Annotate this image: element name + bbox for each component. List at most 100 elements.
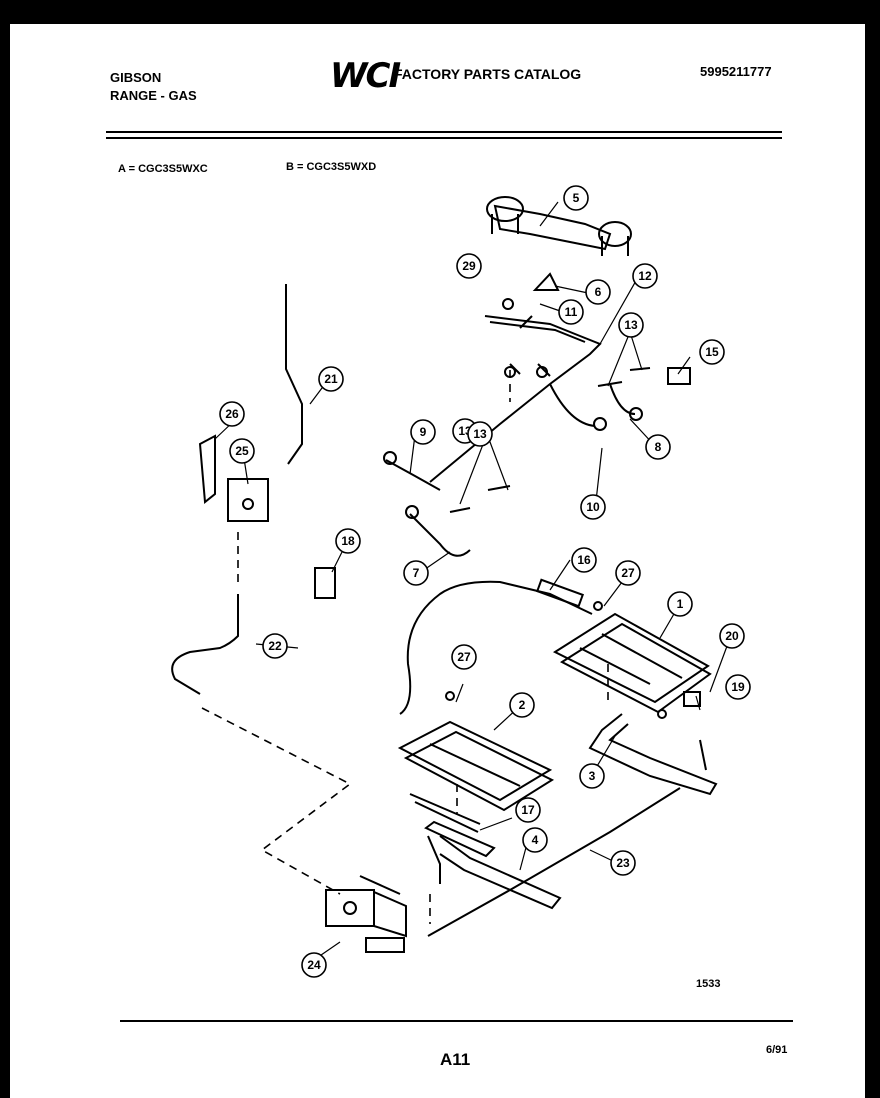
callout-label: 15 bbox=[705, 345, 719, 359]
callout-circle bbox=[571, 547, 597, 573]
callout-circle bbox=[509, 692, 535, 718]
callout-label: 12 bbox=[638, 269, 652, 283]
surface-burner-right bbox=[552, 612, 712, 714]
wci-logo: WCI bbox=[330, 56, 401, 96]
callout-circle bbox=[219, 401, 245, 427]
callout-label: 8 bbox=[655, 440, 662, 454]
callout-circle bbox=[515, 797, 541, 823]
oven-thermostat-valve bbox=[325, 875, 407, 953]
header-divider bbox=[106, 131, 782, 133]
callout-8: 8 bbox=[645, 434, 671, 460]
callout-17: 17 bbox=[515, 797, 541, 823]
page-number: A11 bbox=[440, 1050, 471, 1069]
callout-label: 3 bbox=[589, 769, 596, 783]
callout-label: 27 bbox=[621, 566, 635, 580]
callout-label: 29 bbox=[462, 259, 476, 273]
callout-9: 9 bbox=[410, 419, 436, 445]
callout-3: 3 bbox=[579, 763, 605, 789]
callout-21: 21 bbox=[318, 366, 344, 392]
callout-label: 20 bbox=[725, 629, 739, 643]
callout-circle bbox=[456, 253, 482, 279]
callout-circle bbox=[335, 528, 361, 554]
callout-label: 16 bbox=[577, 553, 591, 567]
exploded-parts-diagram: 1234567891011121313131516171819202122232… bbox=[171, 185, 751, 978]
callout-6: 6 bbox=[585, 279, 611, 305]
callout-2: 2 bbox=[509, 692, 535, 718]
callout-circle bbox=[632, 263, 658, 289]
callout-circle bbox=[522, 827, 548, 853]
model-b-label: B = CGC3S5WXD bbox=[286, 161, 377, 173]
brand-name: GIBSON bbox=[110, 70, 162, 85]
callout-circle bbox=[585, 279, 611, 305]
callout-25: 25 bbox=[229, 438, 255, 464]
gas-manifold-tube bbox=[429, 315, 602, 483]
callout-13: 13 bbox=[618, 312, 644, 338]
callout-label: 7 bbox=[413, 566, 420, 580]
callout-circle bbox=[262, 633, 288, 659]
callout-23: 23 bbox=[610, 850, 636, 876]
callout-27: 27 bbox=[451, 644, 477, 670]
callout-label: 21 bbox=[324, 372, 338, 386]
callout-27: 27 bbox=[615, 560, 641, 586]
callout-label: 17 bbox=[521, 803, 535, 817]
callout-19: 19 bbox=[725, 674, 751, 700]
surface-burner-left bbox=[397, 720, 555, 812]
callout-label: 26 bbox=[225, 407, 239, 421]
callout-24: 24 bbox=[301, 952, 327, 978]
oven-door-rod bbox=[285, 284, 303, 465]
header-divider bbox=[106, 137, 782, 139]
burner-tube-right bbox=[588, 713, 718, 796]
callout-circle bbox=[451, 644, 477, 670]
footer-divider bbox=[120, 1020, 793, 1022]
catalog-page: GIBSON RANGE - GAS WCI FACTORY PARTS CAT… bbox=[10, 24, 865, 1098]
callout-15: 15 bbox=[699, 339, 725, 365]
revision-date: 6/91 bbox=[766, 1044, 788, 1056]
callout-1: 1 bbox=[667, 591, 693, 617]
callout-label: 6 bbox=[595, 285, 602, 299]
callout-circle bbox=[725, 674, 751, 700]
callout-label: 22 bbox=[268, 639, 282, 653]
catalog-title: FACTORY PARTS CATALOG bbox=[394, 66, 582, 82]
callout-7: 7 bbox=[403, 560, 429, 586]
callout-12: 12 bbox=[632, 263, 658, 289]
callout-18: 18 bbox=[335, 528, 361, 554]
callout-label: 11 bbox=[565, 305, 578, 319]
callout-circle bbox=[403, 560, 429, 586]
callout-circle bbox=[615, 560, 641, 586]
callout-label: 13 bbox=[624, 318, 638, 332]
callout-circle bbox=[229, 438, 255, 464]
model-a-label: A = CGC3S5WXC bbox=[118, 163, 208, 175]
callout-label: 4 bbox=[532, 833, 539, 847]
callout-circle bbox=[580, 494, 606, 520]
catalog-number: 5995211777 bbox=[700, 64, 772, 79]
manifold-assembly bbox=[486, 196, 632, 256]
callout-circle bbox=[645, 434, 671, 460]
callout-label: 23 bbox=[616, 856, 630, 870]
diagram-id: 1533 bbox=[696, 978, 721, 990]
callout-label: 13 bbox=[473, 427, 487, 441]
callout-label: 18 bbox=[341, 534, 355, 548]
callout-circle bbox=[579, 763, 605, 789]
callout-circle bbox=[467, 421, 493, 447]
callout-circle bbox=[301, 952, 327, 978]
callout-circle bbox=[667, 591, 693, 617]
callout-13: 13 bbox=[467, 421, 493, 447]
callout-4: 4 bbox=[522, 827, 548, 853]
burner-tube-left bbox=[427, 835, 562, 910]
callout-circle bbox=[563, 185, 589, 211]
callout-label: 2 bbox=[519, 698, 526, 712]
callout-26: 26 bbox=[219, 401, 245, 427]
callout-label: 24 bbox=[307, 958, 321, 972]
callout-label: 27 bbox=[457, 650, 471, 664]
long-gas-tube bbox=[427, 787, 681, 937]
callout-label: 25 bbox=[235, 444, 249, 458]
callout-label: 10 bbox=[586, 500, 600, 514]
product-type: RANGE - GAS bbox=[110, 88, 197, 103]
callout-20: 20 bbox=[719, 623, 745, 649]
callout-circle bbox=[719, 623, 745, 649]
callout-label: 19 bbox=[731, 680, 745, 694]
callout-16: 16 bbox=[571, 547, 597, 573]
callout-label: 5 bbox=[573, 191, 580, 205]
callout-11: 11 bbox=[558, 299, 584, 325]
callout-circle bbox=[410, 419, 436, 445]
